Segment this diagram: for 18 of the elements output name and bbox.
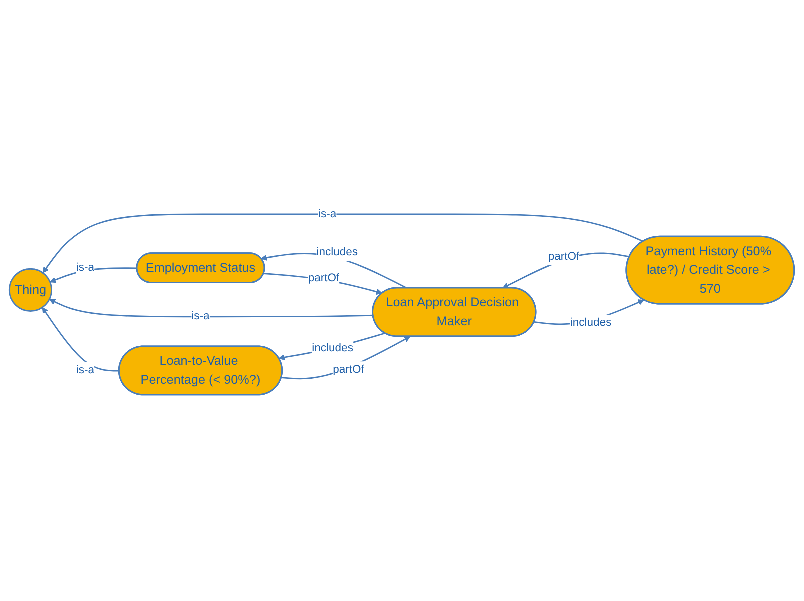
node-circle: Thing bbox=[8, 268, 53, 312]
arrow bbox=[282, 336, 411, 380]
edge-label: is-a bbox=[192, 310, 210, 323]
arrow bbox=[50, 268, 138, 284]
edge-label: includes bbox=[312, 342, 354, 354]
arrow bbox=[278, 332, 386, 361]
edge-label: partOf bbox=[308, 272, 340, 284]
arrow bbox=[49, 299, 374, 318]
edge-label: is-a bbox=[318, 208, 337, 220]
arrow bbox=[261, 253, 408, 289]
edge-label: is-a bbox=[76, 262, 95, 274]
edge-label: includes bbox=[570, 317, 612, 329]
edge-label: partOf bbox=[333, 364, 364, 376]
edge-label: includes bbox=[316, 246, 358, 258]
edge-label: is-a bbox=[76, 364, 95, 376]
arrow bbox=[42, 214, 644, 274]
arrow bbox=[42, 307, 120, 372]
edge-label: partOf bbox=[548, 250, 580, 263]
